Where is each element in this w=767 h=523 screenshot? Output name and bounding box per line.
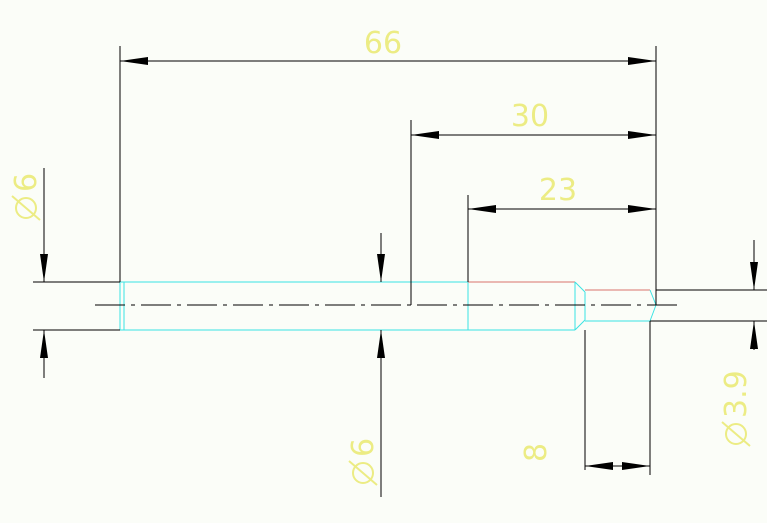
dimension-dia-tip: 3.9 [719, 240, 758, 447]
dimension-23: 23 [468, 173, 656, 213]
dim-text-dia-tip-group: 3.9 [719, 370, 754, 447]
arrowhead [40, 330, 48, 358]
diameter-symbol-slash [721, 421, 751, 447]
dim-text-dia-left-group: 6 [9, 173, 44, 221]
tip-point-bottom [649, 304, 657, 322]
dim-text-dia-mid: 6 [346, 438, 381, 457]
arrowhead [622, 462, 650, 470]
arrowhead [628, 57, 656, 65]
shoulder-chamfer-top [574, 281, 586, 293]
diameter-symbol-slash [348, 460, 378, 486]
extension-lines [33, 46, 767, 475]
dim-text-23: 23 [539, 173, 577, 208]
arrowhead [377, 254, 385, 282]
dimension-66: 66 [120, 26, 656, 65]
dim-text-dia-mid-group: 6 [346, 438, 381, 486]
dim-text-dia-tip: 3.9 [719, 370, 754, 418]
dim-text-8-group: 8 [519, 443, 554, 462]
tip-point-top [649, 289, 657, 306]
arrowhead [750, 262, 758, 290]
diameter-symbol [352, 462, 374, 484]
diameter-symbol [15, 197, 37, 219]
dim-text-66: 66 [364, 26, 402, 61]
dimension-30: 30 [411, 99, 656, 139]
arrowhead [468, 205, 496, 213]
arrowhead [40, 254, 48, 282]
dim-text-30: 30 [511, 99, 549, 134]
arrowhead [411, 131, 439, 139]
dimension-dia-left: 6 [9, 168, 48, 378]
dimension-dia-mid: 6 [346, 233, 385, 497]
shaft-outline [119, 281, 657, 331]
diameter-symbol-slash [11, 195, 41, 221]
arrowhead [120, 57, 148, 65]
dimension-8: 8 [519, 443, 650, 470]
dim-text-dia-left: 6 [9, 173, 44, 192]
arrowhead [377, 330, 385, 358]
arrowhead [628, 205, 656, 213]
dim-text-8: 8 [519, 443, 554, 462]
arrowhead [585, 462, 613, 470]
shoulder-chamfer-bottom [574, 319, 586, 331]
arrowhead [750, 321, 758, 349]
arrowhead [628, 131, 656, 139]
diameter-symbol [725, 423, 747, 445]
